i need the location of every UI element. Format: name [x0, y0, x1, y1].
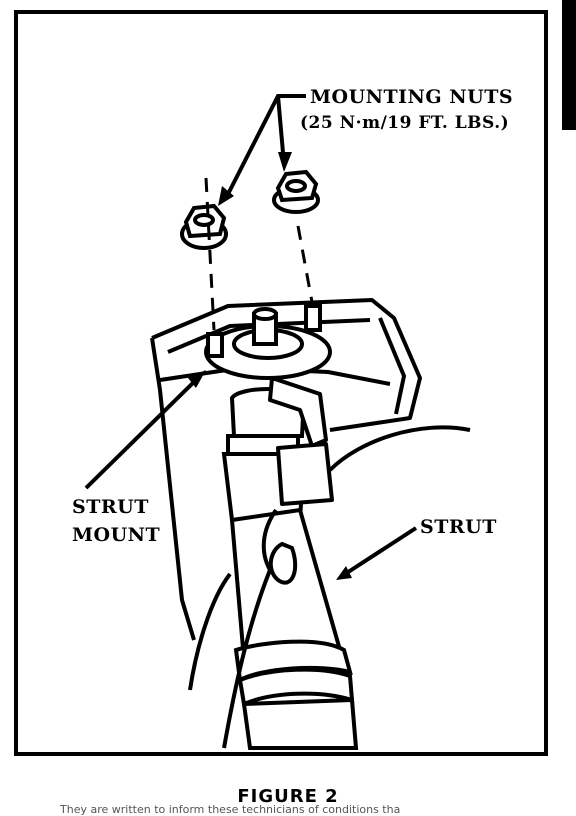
fender-curve — [328, 425, 471, 472]
mounting-nut-right — [272, 169, 320, 214]
mounting-nut-left — [180, 203, 228, 250]
mounting-nuts-label: MOUNTING NUTS — [310, 86, 514, 108]
strut-mount-plate — [204, 307, 332, 380]
stud-alignment-lines — [204, 177, 314, 331]
footer-text-fragment: They are written to inform these technic… — [60, 804, 401, 816]
arrow-heads — [188, 152, 352, 580]
leader-arrows — [84, 94, 418, 578]
brake-hose — [188, 508, 298, 749]
torque-spec-label: (25 N·m/19 FT. LBS.) — [300, 113, 510, 133]
page-edge-bar — [562, 0, 576, 130]
figure-caption: FIGURE 2 — [237, 786, 339, 807]
strut-mount-label-line2: MOUNT — [72, 524, 161, 546]
mounting-studs — [206, 304, 322, 358]
figure-panel — [14, 10, 548, 756]
strut-mount-label-line1: STRUT — [72, 496, 149, 518]
bracket — [268, 376, 334, 506]
strut-lower — [229, 507, 359, 750]
strut-label: STRUT — [420, 516, 497, 538]
